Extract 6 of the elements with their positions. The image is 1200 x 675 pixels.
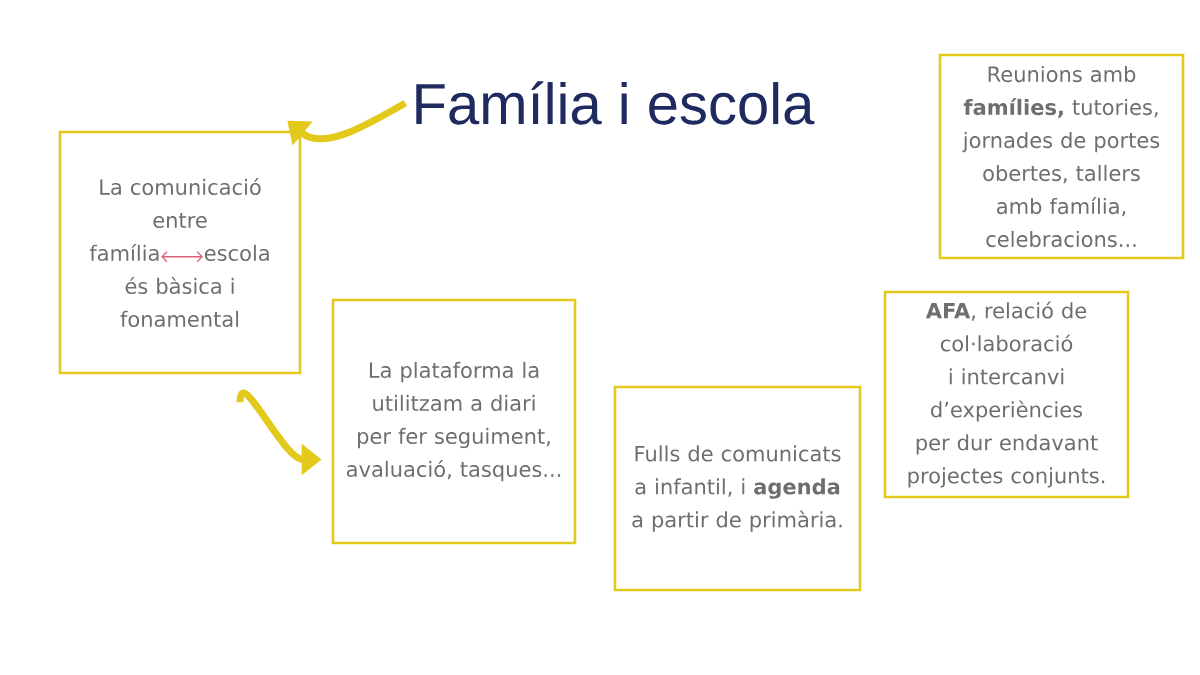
text-box: AFA, relació de col·laboració i intercanvi d’experiències per dur endavant projectes conjunts. bbox=[883, 290, 1130, 499]
text-box: Reunions amb famílies, tutories, jornades de portes obertes, tallers amb família, celebracions... bbox=[938, 53, 1185, 260]
title: Família i escola bbox=[416, 81, 815, 125]
text-box: La comunicació entre família escola és bàsica i fonamental bbox=[58, 130, 302, 375]
text-box: Fulls de comunicats a infantil, i agenda a partir de primària. bbox=[613, 385, 862, 592]
text-box: La plataforma la utilitzam a diari per fer seguiment, avaluació, tasques... bbox=[331, 298, 577, 545]
